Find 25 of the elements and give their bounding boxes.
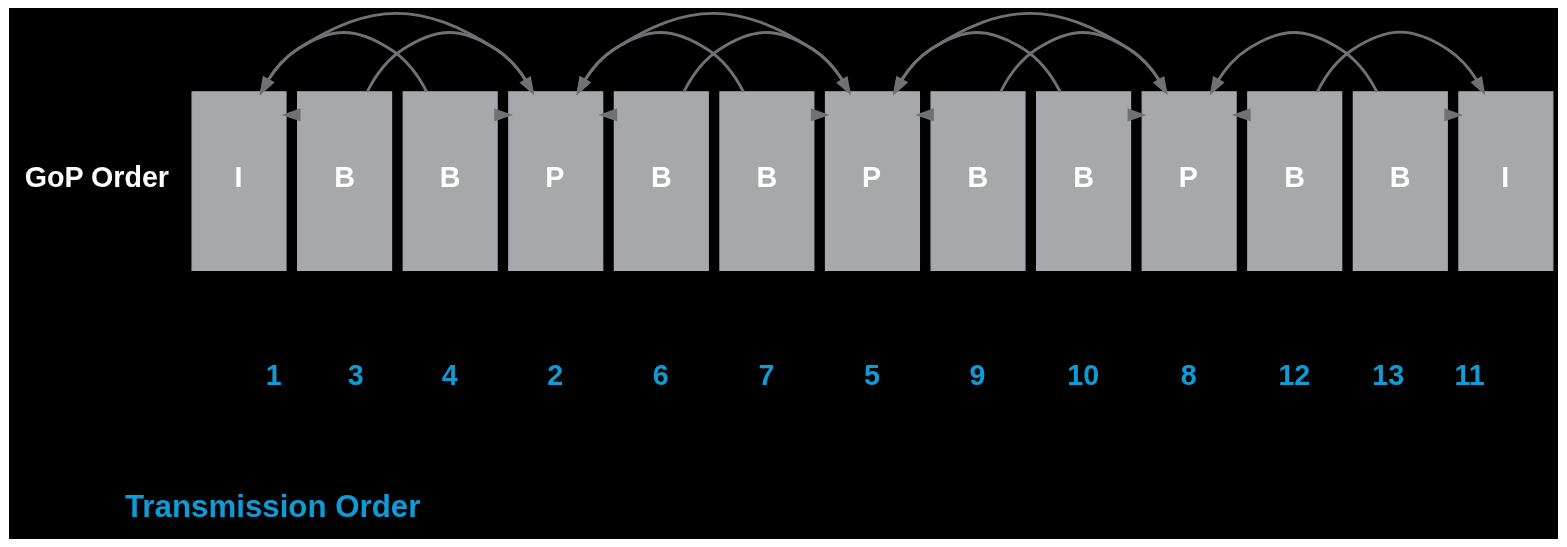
- label: GoP Order: [24, 161, 170, 194]
- node-label: 11: [1454, 358, 1485, 391]
- node-label: 2: [547, 358, 564, 391]
- node-label: 6: [652, 358, 669, 391]
- arrow: [1209, 31, 1379, 96]
- node-label: 10: [1067, 358, 1100, 391]
- node-box: P: [1141, 91, 1237, 272]
- arrow: [259, 31, 428, 96]
- node-label: 1: [265, 358, 282, 391]
- node-label: 5: [863, 358, 880, 391]
- node-box: P: [824, 91, 920, 272]
- node-box: P: [508, 91, 604, 272]
- arrow: [892, 31, 1062, 96]
- node-label: 13: [1372, 358, 1405, 391]
- node-box: I: [191, 91, 287, 272]
- node-label: 9: [969, 358, 986, 391]
- node-label: 4: [441, 358, 458, 391]
- label: Transmission Order: [125, 489, 421, 525]
- node-label: 7: [758, 358, 775, 391]
- arrow: [576, 31, 745, 96]
- node-label: 12: [1278, 358, 1311, 391]
- node-label: 8: [1180, 358, 1197, 391]
- node-box: I: [1458, 91, 1554, 272]
- arrow: [1316, 30, 1486, 96]
- node-label: 3: [347, 358, 364, 391]
